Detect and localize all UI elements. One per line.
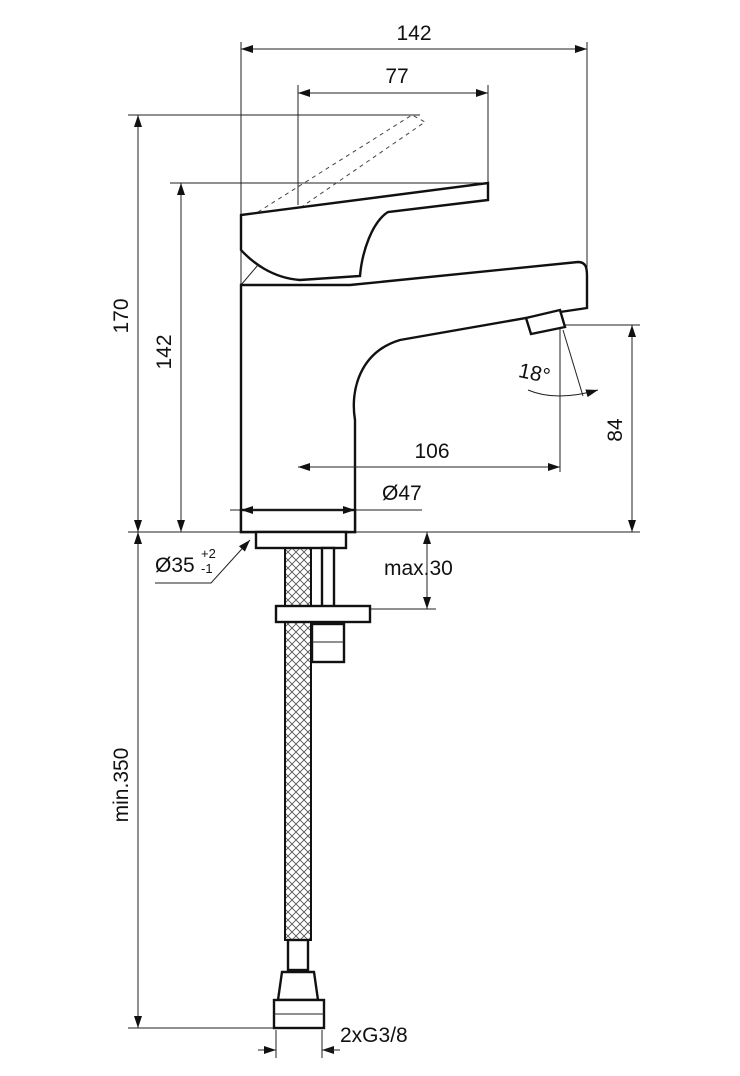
lever: [239, 181, 490, 282]
fixing-nut: [310, 622, 346, 664]
label-angle: 18°: [516, 359, 552, 388]
label-77: 77: [385, 65, 408, 88]
base: [239, 508, 357, 534]
connector-nut: [276, 970, 320, 1002]
label-142-width: 142: [396, 22, 431, 45]
dimension-labels: 142 77 170 142 106 84 Ø47 18° Ø35 +2 -1 …: [110, 22, 627, 1047]
label-106: 106: [414, 440, 449, 463]
mounting-flange: [254, 530, 348, 550]
dimension-lines: [134, 45, 636, 1054]
hose-fitting: [286, 938, 310, 972]
label-min350: min.350: [110, 748, 133, 823]
label-47: Ø47: [382, 482, 422, 505]
clamp-plate: [274, 604, 372, 624]
label-142-height: 142: [153, 334, 176, 369]
label-35-tol-plus: +2: [201, 546, 216, 561]
dim-hole-leader: [155, 539, 251, 584]
label-35: Ø35: [155, 554, 195, 577]
lever-open-position: [257, 114, 426, 213]
aerator: [524, 308, 567, 336]
threaded-rod: [320, 546, 336, 612]
label-35-tol-minus: -1: [201, 561, 213, 576]
label-170: 170: [110, 298, 133, 333]
dim-angle-arc: [527, 389, 599, 398]
label-84: 84: [604, 418, 627, 442]
label-g38: 2xG3/8: [340, 1024, 408, 1047]
label-max30: max.30: [384, 557, 453, 580]
